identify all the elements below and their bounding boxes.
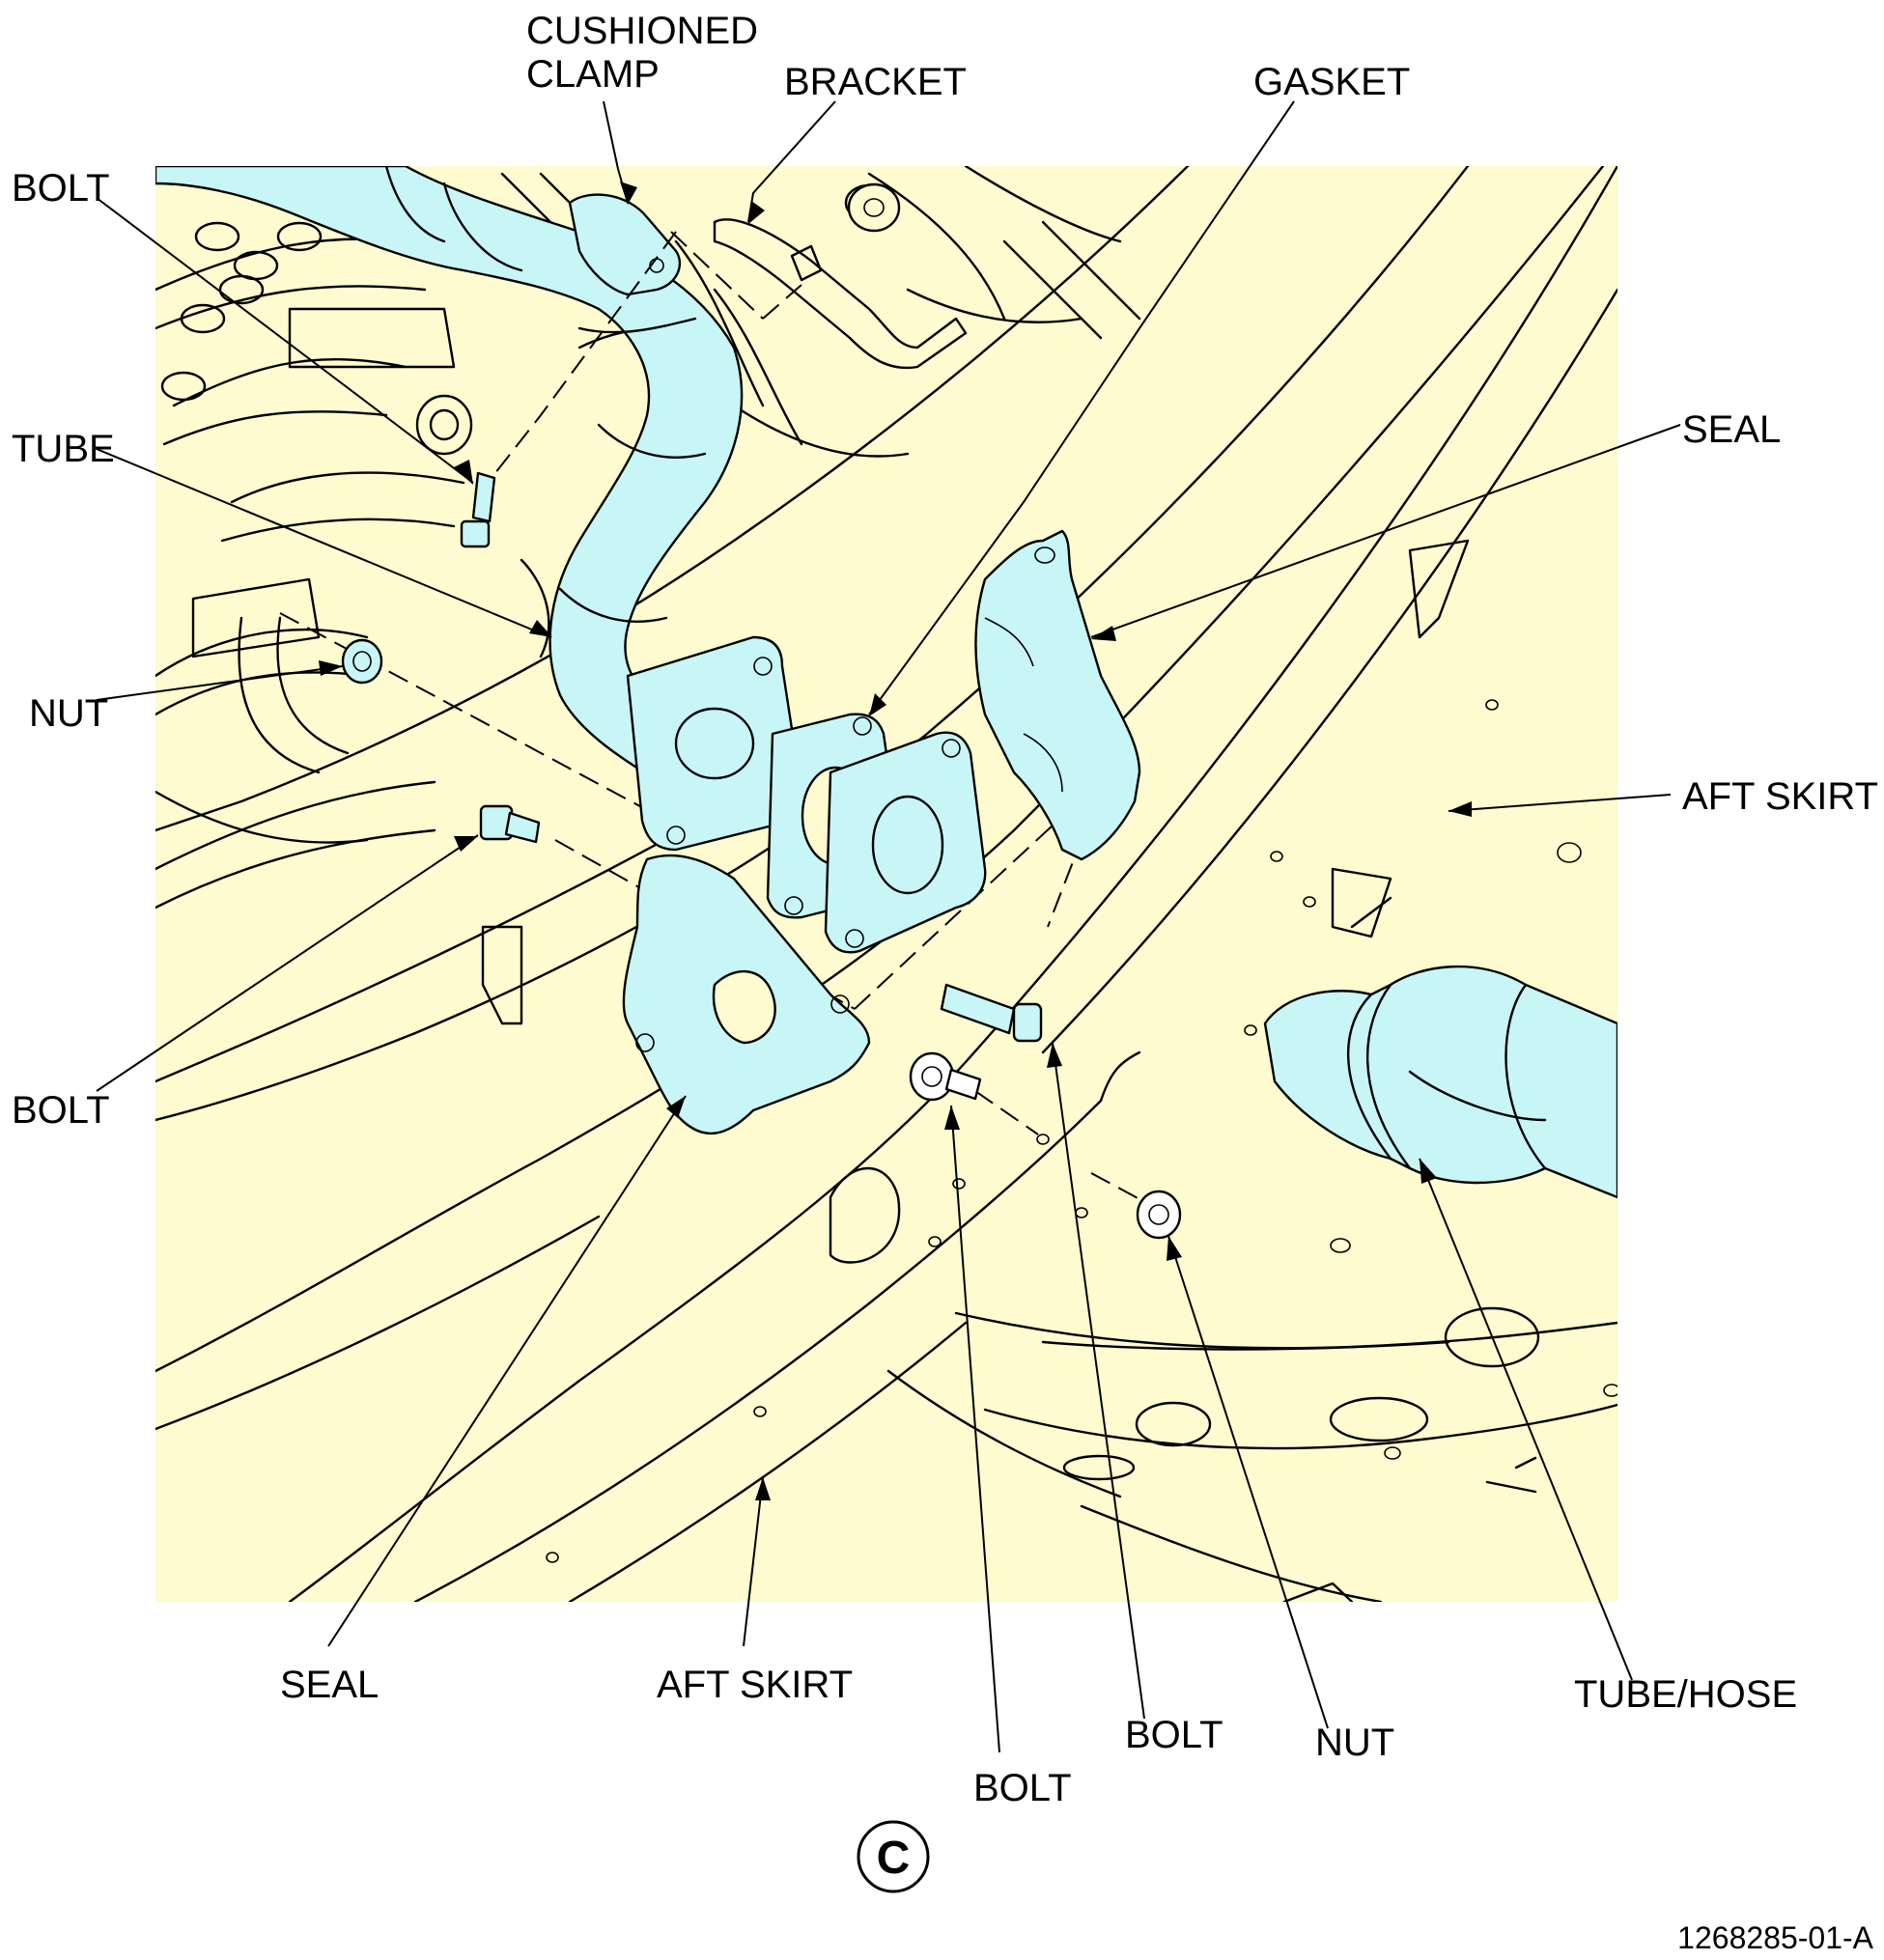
label-bolt-top-left: BOLT	[12, 167, 110, 210]
view-callout: C	[857, 1820, 930, 1893]
label-seal-bottom: SEAL	[280, 1664, 379, 1706]
view-letter: C	[877, 1833, 911, 1884]
detail-artwork	[155, 166, 1617, 1602]
hardware-bolt-bottom-right	[940, 983, 1043, 1043]
label-cushioned-clamp-line2: CLAMP	[526, 53, 660, 96]
seal-right	[974, 529, 1141, 861]
seal-bottom	[622, 854, 871, 1135]
bracket	[713, 182, 968, 370]
hardware-nut-left	[341, 638, 383, 685]
label-aft-skirt-right: AFT SKIRT	[1682, 775, 1878, 818]
label-nut-bottom: NUT	[1315, 1722, 1394, 1764]
hardware-bolt-bottom-center	[909, 1051, 982, 1102]
label-aft-skirt-bottom: AFT SKIRT	[657, 1664, 853, 1706]
label-gasket: GASKET	[1253, 61, 1410, 103]
label-bolt-bottom-center: BOLT	[973, 1767, 1072, 1809]
label-seal-right: SEAL	[1682, 408, 1781, 451]
tube	[155, 166, 745, 794]
hardware-bolt-top	[460, 471, 496, 548]
label-bolt-bottom-right: BOLT	[1125, 1714, 1223, 1756]
figure-id: 1268285-01-A	[1677, 1920, 1873, 1955]
label-cushioned-clamp-line1: CUSHIONED	[526, 10, 758, 52]
mating-flange	[824, 731, 987, 954]
part-labels: CUSHIONED CLAMP BRACKET GASKET BOLT TUBE…	[12, 10, 1878, 1809]
view-circle	[857, 1820, 930, 1893]
label-bracket: BRACKET	[784, 61, 967, 103]
label-nut-left: NUT	[29, 692, 108, 735]
hardware-nut-bottom	[1136, 1190, 1182, 1240]
label-bolt-left: BOLT	[12, 1089, 110, 1132]
label-tube: TUBE	[12, 428, 115, 470]
label-tube-hose: TUBE/HOSE	[1574, 1673, 1797, 1716]
hardware-bolt-left	[479, 804, 541, 844]
leader-lines	[96, 100, 1681, 1753]
tube-hose	[1263, 965, 1617, 1199]
